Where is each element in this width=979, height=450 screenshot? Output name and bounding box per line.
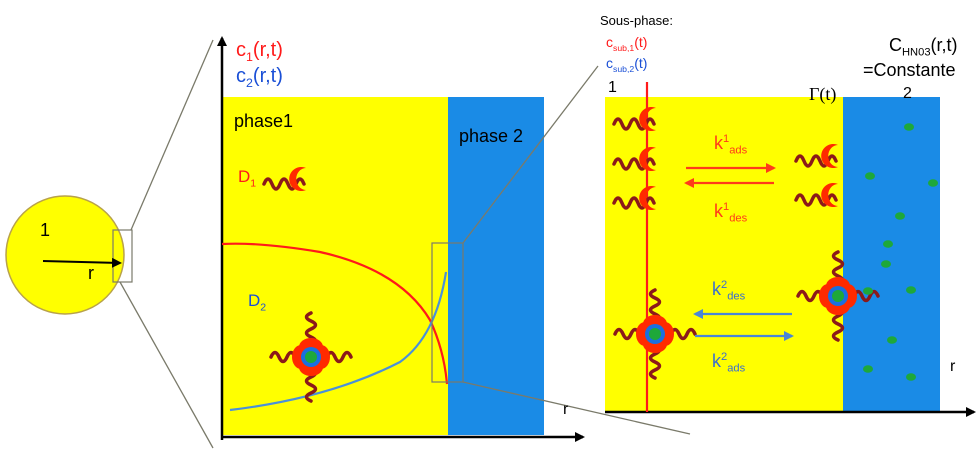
middle-phase2-region (448, 97, 544, 435)
green-dot-icon (895, 212, 905, 220)
csub2-label: csub,2(t) (606, 56, 647, 70)
middle-panel (222, 38, 583, 440)
right-label-1: 1 (608, 80, 617, 96)
green-dot-icon (863, 365, 873, 373)
gamma-label: Γ(t) (809, 85, 836, 103)
middle-axis-r-label: r (563, 402, 568, 418)
zoom-line-bottom-left (120, 282, 213, 448)
c1-label: c1(r,t) (236, 40, 283, 60)
green-dot-icon (883, 240, 893, 248)
subphase-title: Sous-phase: (600, 14, 673, 27)
green-dot-icon (904, 123, 914, 131)
droplet-circle (6, 196, 124, 314)
droplet (6, 196, 132, 314)
right-label-2: 2 (903, 86, 912, 102)
right-panel (605, 82, 974, 412)
droplet-region-label: 1 (40, 221, 50, 239)
green-dot-icon (881, 260, 891, 268)
green-dot-icon (906, 373, 916, 381)
green-dot-icon (887, 336, 897, 344)
green-dot-icon (906, 286, 916, 294)
phase2-label: phase 2 (459, 127, 523, 145)
phase1-label: phase1 (234, 112, 293, 130)
k1-ads-label: k1ads (714, 134, 747, 152)
chno3-constant-label: =Constante (863, 61, 956, 79)
k2-des-label: k2des (712, 280, 745, 298)
k2-ads-label: k2ads (712, 352, 745, 370)
green-dot-icon (865, 172, 875, 180)
k1-des-label: k1des (714, 202, 747, 220)
droplet-radius-label: r (88, 264, 94, 282)
d1-label: D1 (238, 168, 256, 185)
green-dot-icon (863, 287, 873, 295)
csub1-label: csub,1(t) (606, 35, 647, 49)
right-phase2-region (843, 97, 940, 412)
d2-label: D2 (248, 292, 266, 309)
green-dot-icon (928, 179, 938, 187)
middle-phase1-region (222, 97, 448, 435)
zoom-line-top-left (131, 40, 213, 230)
chno3-label: CHN03(r,t) (889, 36, 958, 54)
right-axis-r-label: r (950, 359, 955, 375)
c2-label: c2(r,t) (236, 66, 283, 86)
